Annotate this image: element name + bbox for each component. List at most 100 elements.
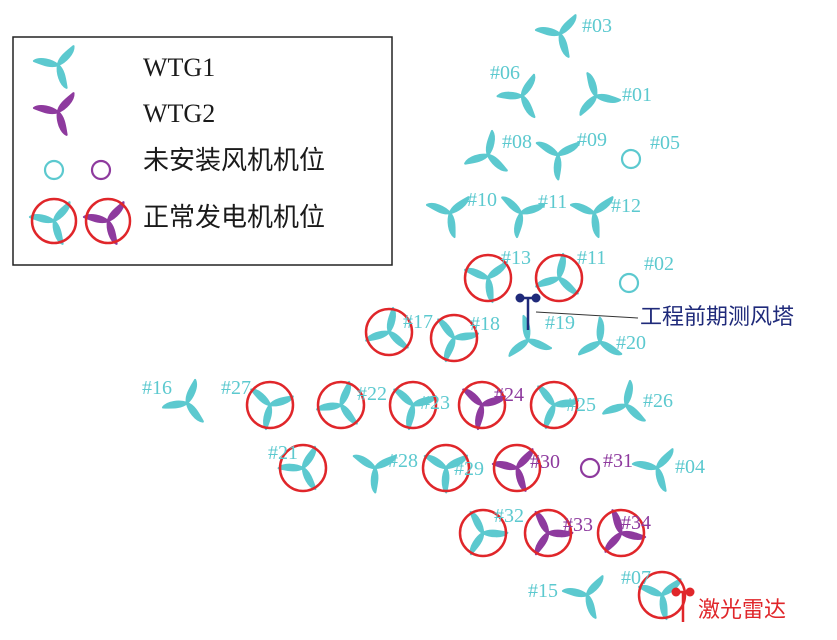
- turbine-10-label: #10: [467, 189, 497, 211]
- lidar: 激光雷达: [671, 587, 786, 622]
- turbine-34-icon: [602, 508, 647, 556]
- turbine-22-operating-ring: [316, 380, 366, 430]
- turbine-07-icon: [637, 574, 684, 621]
- turbine-25-label: #25: [566, 394, 596, 416]
- turbine-23-icon: [390, 386, 438, 431]
- turbine-33-icon: [530, 509, 574, 558]
- turbine-34-operating-ring: [596, 508, 646, 558]
- met-mast-leader: [535, 311, 639, 319]
- turbine-21-label: #21: [268, 442, 298, 464]
- turbine-10-icon: [425, 192, 472, 239]
- turbine-11-operating-ring: [534, 253, 584, 303]
- turbine-06-icon: [496, 71, 540, 120]
- turbine-20-icon: [576, 316, 625, 360]
- turbine-layer: #03#06#01#08#09#05#10#11#12#13#11#02#17#…: [142, 11, 705, 621]
- legend: WTG1 WTG2 未安装风机机位 正常发电机机位: [12, 36, 393, 266]
- legend-uninstalled-wtg1-icon: [43, 159, 65, 181]
- legend-uninstalled-wtg2-icon: [90, 159, 112, 181]
- turbine-19-label: #19: [545, 312, 575, 334]
- met-mast-icon: [515, 293, 525, 303]
- turbine-12-icon: [569, 192, 616, 239]
- turbine-27-operating-ring: [245, 380, 295, 430]
- legend-operating-wtg1-icon: [28, 198, 73, 246]
- turbine-31-uninstalled-marker: [579, 457, 601, 479]
- turbine-32-operating-ring: [458, 508, 508, 558]
- turbine-02-label: #02: [644, 253, 674, 275]
- turbine-20-label: #20: [616, 332, 646, 354]
- turbine-19-icon: [506, 314, 553, 361]
- turbine-24-icon: [459, 386, 507, 431]
- met-mast: 工程前期测风塔: [515, 293, 794, 330]
- turbine-16-icon: [161, 378, 208, 425]
- turbine-33-label: #33: [563, 514, 593, 536]
- legend-icons: [28, 42, 132, 246]
- turbine-08-label: #08: [502, 131, 532, 153]
- turbine-18-label: #18: [470, 313, 500, 335]
- legend-wtg1-icon: [32, 42, 77, 90]
- turbine-13-label: #13: [501, 247, 531, 269]
- lidar-icon-2: [685, 587, 695, 597]
- turbine-01-icon: [577, 71, 622, 119]
- turbine-11-label: #11: [538, 191, 567, 213]
- turbine-03-label: #03: [582, 15, 612, 37]
- turbine-34-label: #34: [621, 512, 651, 534]
- turbine-04-label: #04: [675, 456, 705, 478]
- turbine-17-label: #17: [403, 311, 433, 333]
- turbine-32-label: #32: [494, 505, 524, 527]
- turbine-17-operating-ring: [364, 307, 414, 357]
- turbine-17-icon: [364, 306, 412, 351]
- turbine-05-uninstalled-marker: [620, 148, 642, 170]
- turbine-09-label: #09: [577, 129, 607, 151]
- turbine-21-icon: [277, 443, 321, 492]
- lidar-label: 激光雷达: [698, 597, 786, 622]
- turbine-29-operating-ring: [421, 443, 471, 493]
- turbine-11-icon: [534, 252, 582, 297]
- turbine-29-label: #29: [454, 458, 484, 480]
- turbine-24-operating-ring: [457, 380, 507, 430]
- turbine-30-label: #30: [530, 451, 560, 473]
- turbine-23-operating-ring: [388, 380, 438, 430]
- turbine-27-label: #27: [221, 377, 251, 399]
- turbine-15-label: #15: [528, 580, 558, 602]
- legend-uninstalled-label: 未安装风机机位: [143, 146, 325, 175]
- turbine-18-icon: [433, 316, 480, 363]
- turbine-22-icon: [315, 380, 362, 427]
- turbine-21-operating-ring: [278, 443, 328, 493]
- legend-operating-ring-icon-2: [84, 197, 132, 245]
- turbine-07-operating-ring: [637, 570, 687, 620]
- turbine-23-label: #23: [420, 392, 450, 414]
- turbine-32-icon: [465, 509, 509, 558]
- turbine-05-label: #05: [650, 132, 680, 154]
- turbine-33-operating-ring: [523, 508, 573, 558]
- turbine-25-operating-ring: [529, 380, 579, 430]
- turbine-28-label: #28: [388, 450, 418, 472]
- turbine-30-icon: [491, 445, 536, 493]
- met-mast-label: 工程前期测风塔: [640, 304, 794, 329]
- legend-wtg2-label: WTG2: [143, 99, 215, 128]
- turbine-22-label: #22: [357, 383, 387, 405]
- turbine-29-icon: [421, 450, 470, 494]
- legend-wtg2-icon: [32, 89, 77, 137]
- turbine-06-label: #06: [490, 62, 520, 84]
- turbine-24-label: #24: [494, 384, 524, 406]
- turbine-13-operating-ring: [463, 253, 513, 303]
- legend-operating-wtg2-icon: [82, 198, 127, 246]
- legend-wtg1-label: WTG1: [143, 53, 215, 82]
- turbine-31-label: #31: [603, 450, 633, 472]
- turbine-26-icon: [601, 379, 649, 424]
- legend-operating-label: 正常发电机机位: [143, 203, 325, 232]
- turbine-11-icon: [498, 194, 546, 239]
- turbine-27-icon: [247, 386, 295, 431]
- turbine-28-icon: [350, 450, 399, 494]
- turbine-02-uninstalled-marker: [618, 272, 640, 294]
- turbine-26-label: #26: [643, 390, 673, 412]
- turbine-16-label: #16: [142, 377, 172, 399]
- turbine-01-label: #01: [622, 84, 652, 106]
- turbine-08-icon: [463, 129, 511, 174]
- turbine-11-label: #11: [577, 247, 606, 269]
- turbine-30-operating-ring: [492, 443, 542, 493]
- turbine-13-icon: [463, 257, 510, 304]
- turbine-07-label: #07: [621, 567, 651, 589]
- turbine-25-icon: [533, 383, 580, 430]
- lidar-icon: [671, 587, 681, 597]
